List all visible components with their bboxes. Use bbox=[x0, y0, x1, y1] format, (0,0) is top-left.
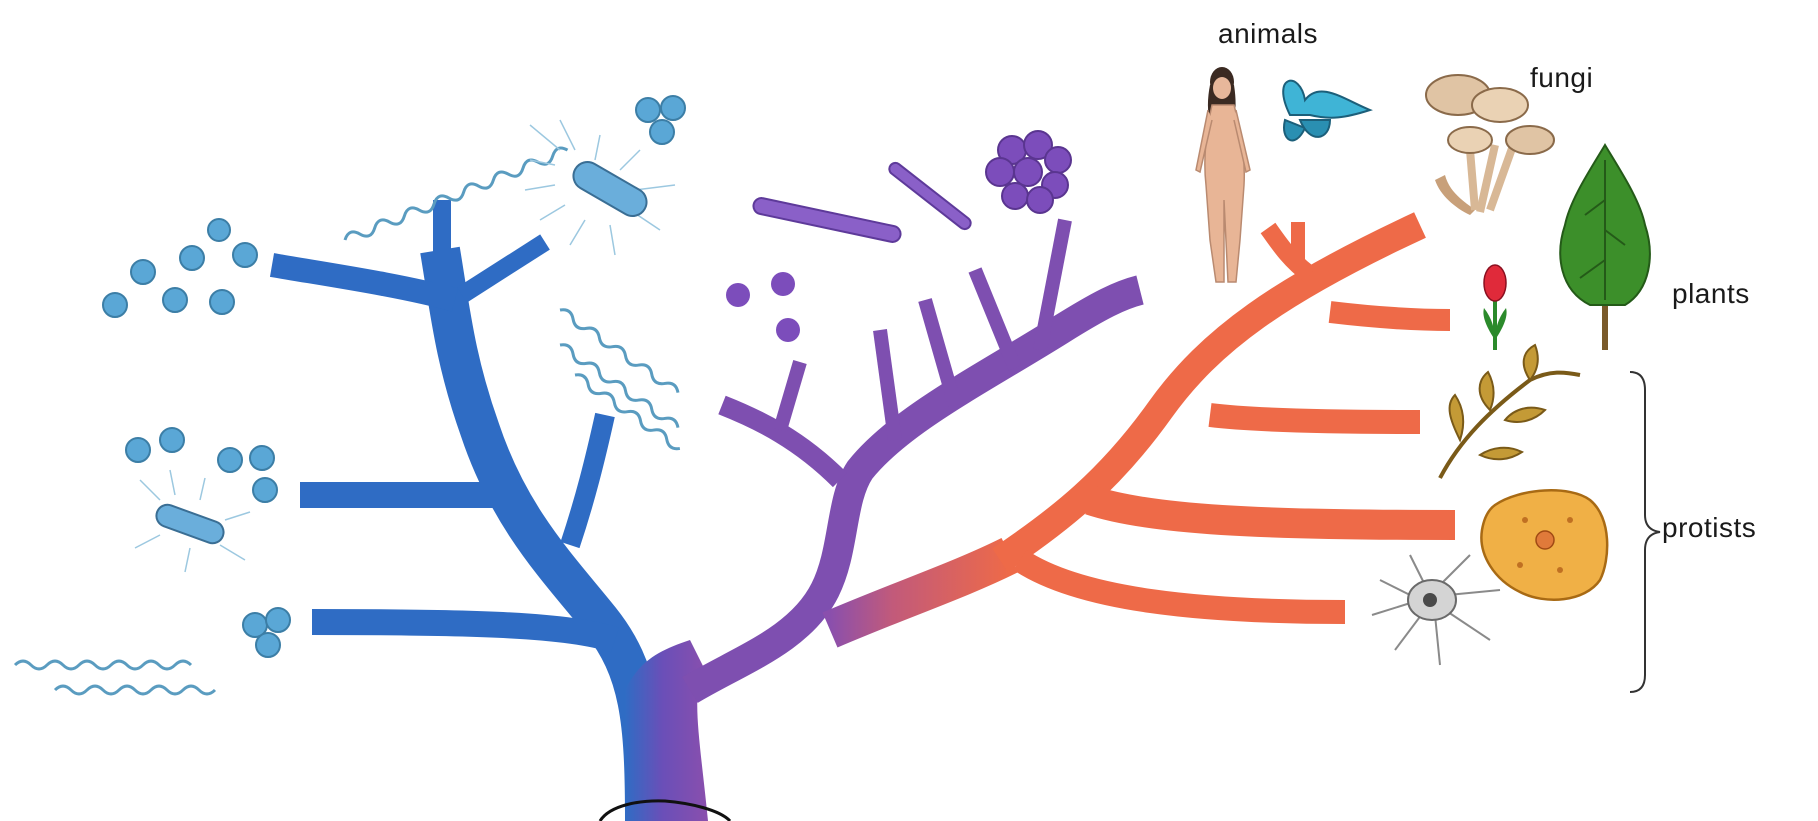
eukarya-limb-protist-1 bbox=[1210, 415, 1420, 422]
bacillus-icon bbox=[135, 470, 250, 572]
butterfly-icon bbox=[1283, 81, 1370, 141]
coccus-cluster-icon bbox=[636, 96, 685, 144]
spirochete-icon bbox=[558, 307, 682, 452]
label-animals: animals bbox=[1218, 18, 1318, 50]
mushroom-icon bbox=[1426, 75, 1554, 215]
archaea-twig-1 bbox=[880, 330, 895, 440]
human-icon bbox=[1196, 67, 1250, 282]
amoeba-icon bbox=[1481, 490, 1607, 599]
bracket-icon bbox=[1630, 372, 1660, 692]
label-fungi: fungi bbox=[1530, 62, 1593, 94]
protozoan-icon bbox=[1372, 555, 1500, 665]
tulip-icon bbox=[1483, 265, 1506, 350]
bacteria-trunk bbox=[440, 250, 645, 821]
purple-cocci-icon bbox=[726, 272, 800, 342]
eukarya-base bbox=[830, 555, 1010, 630]
bacteria-twig-top-right bbox=[462, 242, 545, 295]
eukarya-limb-protist-3 bbox=[1020, 560, 1345, 612]
bacteria-branch bbox=[272, 200, 645, 821]
alga-sprig-icon bbox=[1440, 345, 1580, 478]
coccus-cluster-icon bbox=[103, 219, 257, 317]
purple-chain-icon bbox=[752, 160, 973, 243]
eukarya-limb-protist-2 bbox=[1090, 500, 1455, 525]
label-protists: protists bbox=[1662, 512, 1756, 544]
archaea-twig-left bbox=[780, 362, 800, 430]
eukarya-limb-plants bbox=[1330, 312, 1450, 320]
bacteria-twig-middle-right bbox=[570, 415, 605, 545]
bacteria-limb-bottom bbox=[312, 622, 615, 640]
purple-berry-cluster-icon bbox=[986, 131, 1071, 213]
archaea-branch bbox=[690, 220, 1140, 690]
coccus-cluster-icon bbox=[243, 608, 290, 657]
tree-icon bbox=[1560, 145, 1650, 350]
label-plants: plants bbox=[1672, 278, 1750, 310]
spirochete-icon bbox=[15, 661, 215, 694]
